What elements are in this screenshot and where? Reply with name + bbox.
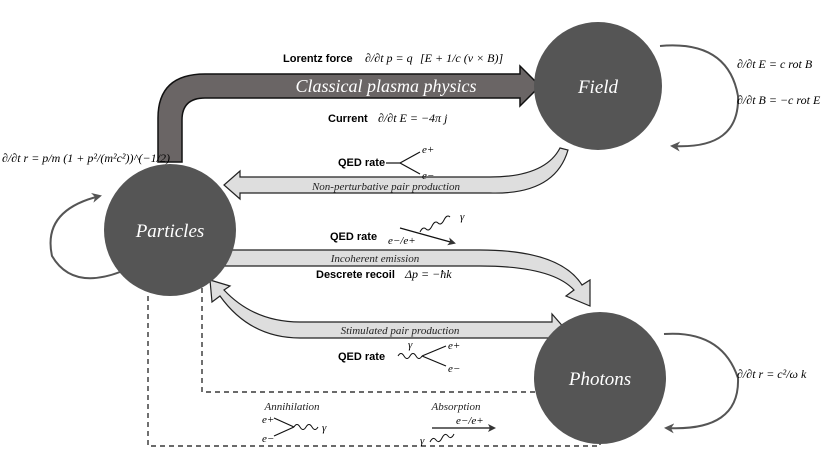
annihilation-bottom: e− bbox=[262, 433, 274, 445]
qed2-lepton: e−/e+ bbox=[388, 235, 416, 247]
qed2-arrow-text: Incoherent emission bbox=[330, 253, 420, 265]
qed1-bottom: e− bbox=[422, 170, 434, 182]
field-node bbox=[534, 22, 662, 150]
qed1-label: QED rate bbox=[338, 157, 385, 169]
photon-eq: ∂/∂t r = c²/ω k bbox=[737, 367, 807, 381]
qed3-photon-wiggle bbox=[397, 353, 423, 359]
absorption-lepton: e−/e+ bbox=[456, 415, 484, 427]
qed3-arrow-text: Stimulated pair production bbox=[341, 325, 460, 337]
particle-eq: ∂/∂t r = p/m (1 + p²/(m²c²))^(−1/2) bbox=[2, 151, 170, 165]
classical-banner-text: Classical plasma physics bbox=[295, 76, 476, 96]
annihilation-photon-wiggle bbox=[293, 424, 319, 430]
qed2-photon-wiggle bbox=[419, 215, 451, 233]
qed1-arrow-text: Non-perturbative pair production bbox=[311, 181, 461, 193]
qed3-gamma: γ bbox=[408, 339, 413, 351]
current-eq: ∂/∂t E = −4π j bbox=[378, 111, 448, 125]
qed2-lepton-line bbox=[399, 227, 456, 246]
qed2-label: QED rate bbox=[330, 231, 377, 243]
current-label: Current bbox=[328, 113, 368, 125]
particles-node bbox=[104, 164, 236, 296]
particles-label: Particles bbox=[135, 221, 205, 242]
absorption-photon-wiggle bbox=[429, 433, 455, 443]
lorentz-eq-rhs: [E + 1/c (v × B)] bbox=[420, 51, 504, 65]
qed3-label: QED rate bbox=[338, 351, 385, 363]
annihilation-title: Annihilation bbox=[264, 401, 321, 413]
photons-label: Photons bbox=[568, 369, 631, 390]
dashed-absorption-loop bbox=[147, 296, 601, 447]
qed1-vertex-bottom bbox=[399, 162, 421, 175]
annihilation-top-line bbox=[273, 417, 295, 428]
qed1-top: e+ bbox=[422, 144, 434, 156]
photons-self-loop bbox=[663, 332, 740, 434]
qed2-gamma: γ bbox=[460, 211, 465, 223]
field-eq-b: ∂/∂t B = −c rot E bbox=[737, 93, 821, 107]
annihilation-bottom-line bbox=[273, 426, 295, 437]
absorption-gamma: γ bbox=[420, 435, 425, 447]
qed3-bottom: e− bbox=[448, 363, 460, 375]
annihilation-gamma: γ bbox=[322, 422, 327, 434]
qed2-recoil-eq: Δp = −ħk bbox=[404, 267, 452, 281]
absorption-title: Absorption bbox=[431, 401, 481, 413]
field-label: Field bbox=[577, 77, 619, 98]
arrow-pair-production bbox=[223, 147, 569, 201]
annihilation-top: e+ bbox=[262, 414, 274, 426]
qed3-vertex-top bbox=[421, 345, 447, 357]
field-self-loop bbox=[659, 44, 740, 152]
lorentz-eq-lhs: ∂/∂t p = q bbox=[365, 51, 413, 65]
qed2-recoil-label: Descrete recoil bbox=[316, 269, 395, 281]
field-eq-e: ∂/∂t E = c rot B bbox=[737, 57, 813, 71]
photons-node bbox=[534, 312, 666, 444]
qed1-vertex-top bbox=[399, 151, 421, 164]
particles-self-loop bbox=[49, 193, 121, 280]
arrow-incoherent-emission bbox=[213, 249, 591, 307]
classical-band bbox=[157, 64, 542, 163]
arrow-stimulated-pair bbox=[209, 279, 567, 348]
qed3-vertex-bottom bbox=[421, 355, 447, 367]
lorentz-label: Lorentz force bbox=[283, 53, 353, 65]
qed3-top: e+ bbox=[448, 340, 460, 352]
